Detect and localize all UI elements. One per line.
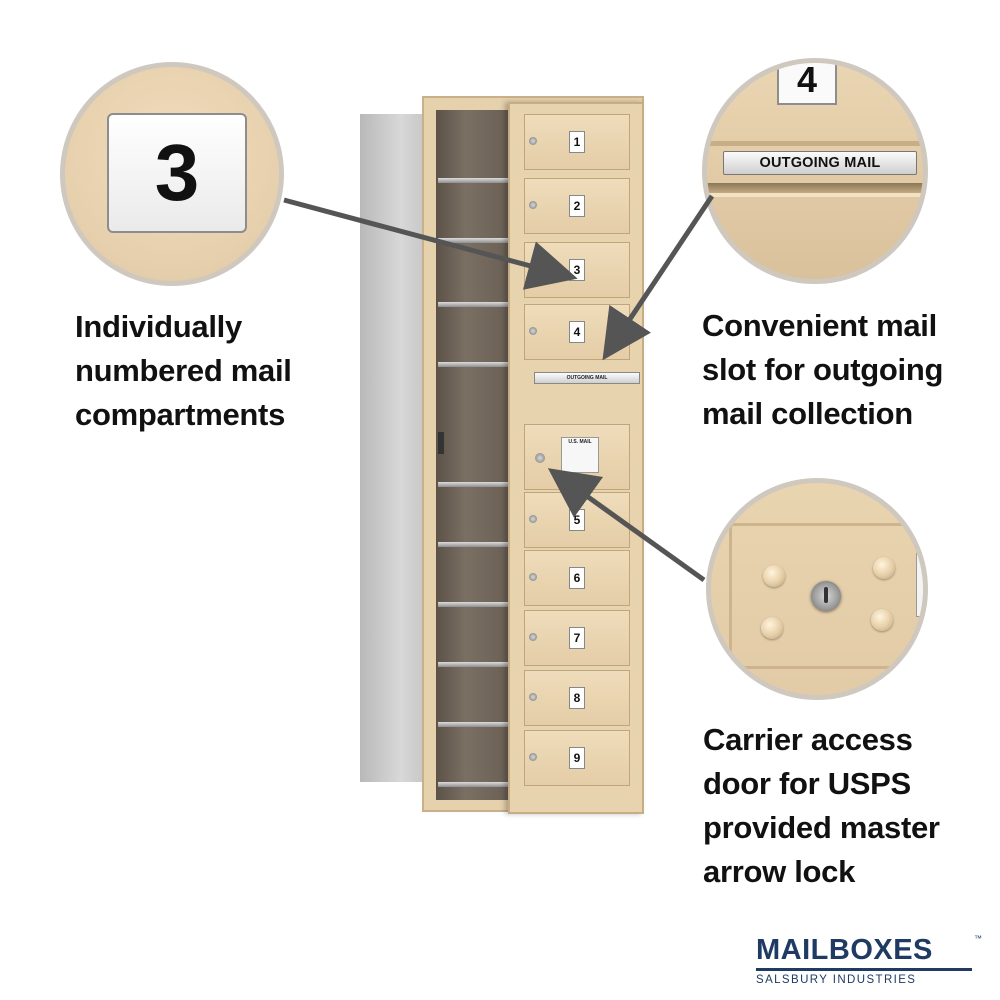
carrier-door-caption: Carrier access door for USPS provided ma… <box>703 722 940 889</box>
usps-plate-edge <box>916 553 923 617</box>
usps-plate: U.S. MAIL <box>561 437 599 473</box>
brand-logo: MAILBOXES ™ SALSBURY INDUSTRIES <box>756 934 986 986</box>
interior-shelf <box>438 722 508 727</box>
numbered-compartment-inset: 3 <box>60 62 284 286</box>
rivet-icon <box>761 617 783 639</box>
interior-shelf <box>438 238 508 243</box>
compartment-number: 9 <box>569 747 585 769</box>
usps-plate-title: U.S. MAIL <box>568 439 592 445</box>
compartment-number: 5 <box>569 509 585 531</box>
rivet-icon <box>871 609 893 631</box>
compartment-number: 7 <box>569 627 585 649</box>
compartment-lock-icon <box>529 137 537 145</box>
compartment-door[interactable]: 2 <box>524 178 630 234</box>
rivet-icon <box>873 557 895 579</box>
compartment-door[interactable]: 9 <box>524 730 630 786</box>
compartment-number: 4 <box>569 321 585 343</box>
mail-slot-opening <box>707 183 923 193</box>
compartment-lock-icon <box>529 327 537 335</box>
compartment-door[interactable]: 4 <box>524 304 630 360</box>
mailbox-unit: 1 2 3 4 5 6 7 8 9 OUTGOING MAIL U.S. MAIL <box>358 96 648 816</box>
compartment-number: 1 <box>569 131 585 153</box>
brand-underline <box>756 968 972 971</box>
compartment-lock-icon <box>529 753 537 761</box>
door-latch-icon <box>438 432 444 454</box>
compartment-door[interactable]: 7 <box>524 610 630 666</box>
mail-slot-lip <box>707 193 923 197</box>
interior-shelf <box>438 542 508 547</box>
slot-ridge <box>707 141 923 146</box>
interior-shelf <box>438 482 508 487</box>
compartment-lock-icon <box>529 573 537 581</box>
arrow-lock-inset <box>706 478 928 700</box>
mailbox-side-panel <box>360 114 428 782</box>
compartment-lock-icon <box>529 201 537 209</box>
carrier-lock-icon <box>535 453 545 463</box>
compartment-number-card: 3 <box>107 113 247 233</box>
outgoing-slot-caption: Convenient mail slot for outgoing mail c… <box>702 308 944 431</box>
compartment-door[interactable]: 3 <box>524 242 630 298</box>
interior-shelf <box>438 178 508 183</box>
compartment-lock-icon <box>529 633 537 641</box>
compartment-door[interactable]: 5 <box>524 492 630 548</box>
rivet-icon <box>763 565 785 587</box>
compartment-lock-icon <box>529 265 537 273</box>
outgoing-mail-label: OUTGOING MAIL <box>723 151 917 175</box>
compartment-lock-icon <box>529 515 537 523</box>
interior-shelf <box>438 302 508 307</box>
outgoing-mail-slot: OUTGOING MAIL <box>534 372 640 384</box>
numbered-compartments-caption: Individually numbered mail compartments <box>75 309 292 432</box>
compartment-lock-icon <box>529 693 537 701</box>
compartment-number: 6 <box>569 567 585 589</box>
interior-shelf <box>438 602 508 607</box>
compartment-number: 3 <box>569 259 585 281</box>
slot-number-card: 4 <box>777 63 837 105</box>
compartment-number: 8 <box>569 687 585 709</box>
brand-subtitle: SALSBURY INDUSTRIES <box>756 974 917 986</box>
brand-trademark: ™ <box>974 934 982 943</box>
interior-shelf <box>438 362 508 367</box>
carrier-door-frame <box>729 523 923 669</box>
brand-name: MAILBOXES <box>756 934 933 966</box>
interior-shelf <box>438 662 508 667</box>
compartment-door[interactable]: 6 <box>524 550 630 606</box>
compartment-number: 2 <box>569 195 585 217</box>
compartment-door[interactable]: 8 <box>524 670 630 726</box>
keyhole-icon <box>824 587 828 603</box>
outgoing-slot-inset: 4 OUTGOING MAIL <box>702 58 928 284</box>
interior-shelf <box>438 782 508 787</box>
carrier-access-door: U.S. MAIL <box>524 424 630 490</box>
compartment-door[interactable]: 1 <box>524 114 630 170</box>
mailbox-interior <box>436 110 510 800</box>
